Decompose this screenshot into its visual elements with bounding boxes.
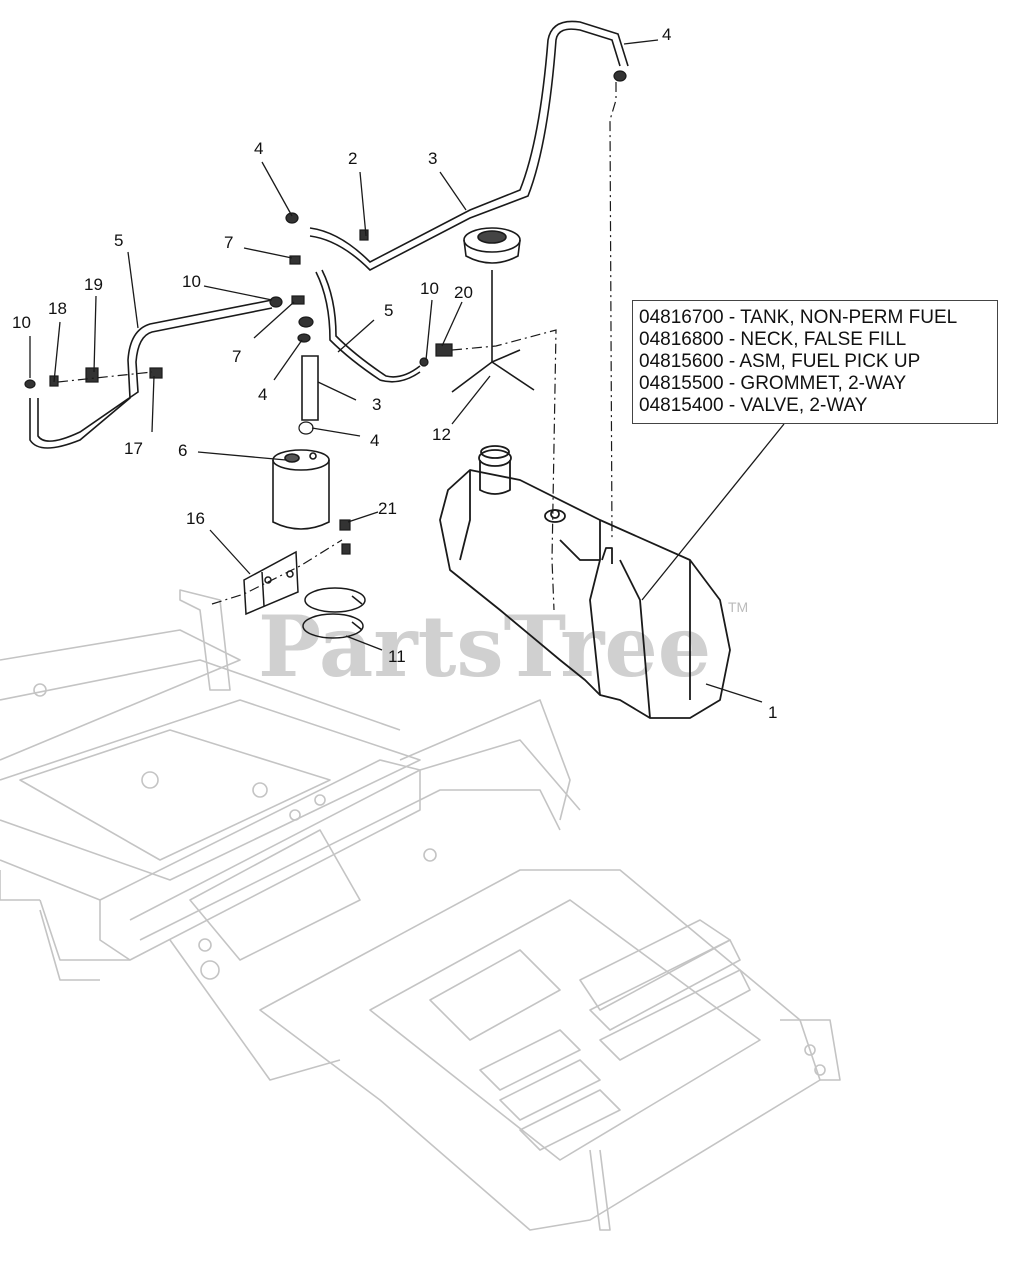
callout-16: 16	[186, 509, 205, 528]
canister-clamp	[302, 587, 366, 639]
fittings	[24, 70, 627, 555]
callout-2: 2	[348, 149, 357, 168]
callout-4-top-left: 4	[254, 139, 263, 158]
callout-4-middle: 4	[258, 385, 267, 404]
callout-10-left: 10	[12, 313, 31, 332]
callout-19: 19	[84, 275, 103, 294]
callout-3-upper: 3	[428, 149, 437, 168]
fuel-cap	[451, 227, 535, 393]
callout-10-middle: 10	[182, 272, 201, 291]
legend-line-tank: 04816700 - TANK, NON-PERM FUEL	[639, 307, 958, 328]
callout-3-lower: 3	[372, 395, 381, 414]
vent-hoses	[29, 20, 629, 449]
legend-line-grommet: 04815500 - GROMMET, 2-WAY	[639, 373, 907, 394]
callout-7-lower: 7	[232, 347, 241, 366]
callout-7-upper: 7	[224, 233, 233, 252]
callout-21: 21	[378, 499, 397, 518]
callout-4-top-right: 4	[662, 25, 671, 44]
callout-11: 11	[388, 647, 406, 666]
parts-legend: 04816700 - TANK, NON-PERM FUEL 04816800 …	[632, 300, 998, 424]
fuel-tank	[439, 445, 731, 719]
assembly-centerlines	[57, 82, 617, 611]
callout-labels: 1 2 3 3 4 4 4 4 5 5 6 7 7 10 10 10 11 12…	[12, 25, 777, 722]
callout-17: 17	[124, 439, 143, 458]
charcoal-canister	[272, 449, 330, 530]
watermark-tm: TM	[728, 599, 748, 615]
callout-20: 20	[454, 283, 473, 302]
leader-lines	[29, 39, 785, 703]
callout-12: 12	[432, 425, 451, 444]
callout-4-lower: 4	[370, 431, 379, 450]
callout-6: 6	[178, 441, 187, 460]
callout-5-right: 5	[384, 301, 393, 320]
callout-5-left: 5	[114, 231, 123, 250]
mower-frame	[0, 589, 841, 1231]
callout-10-right: 10	[420, 279, 439, 298]
callout-18: 18	[48, 299, 67, 318]
legend-line-valve: 04815400 - VALVE, 2-WAY	[639, 395, 868, 416]
legend-line-pickup: 04815600 - ASM, FUEL PICK UP	[639, 351, 921, 372]
callout-1: 1	[768, 703, 777, 722]
legend-line-neck: 04816800 - NECK, FALSE FILL	[639, 329, 907, 350]
